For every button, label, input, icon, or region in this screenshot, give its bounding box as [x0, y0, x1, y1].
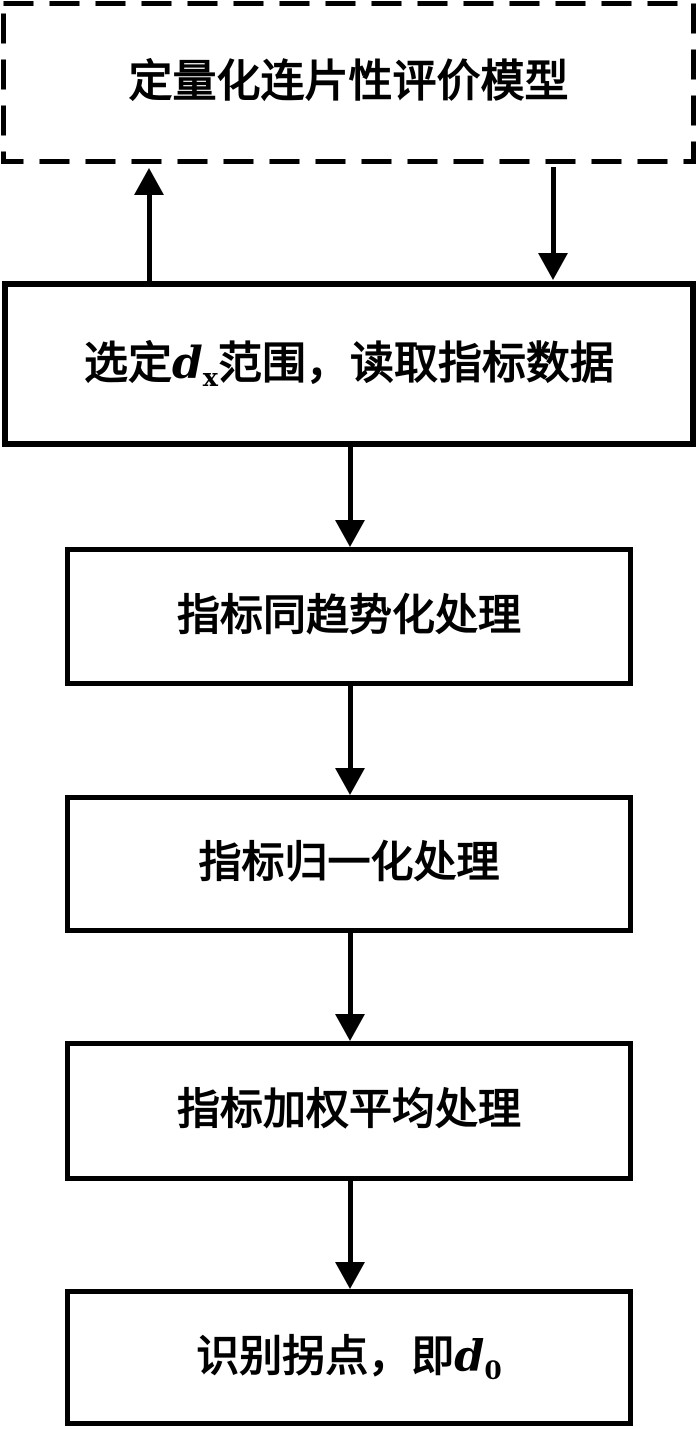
connector-model-to-select-arrow: [538, 167, 568, 280]
arrowhead-down-icon: [538, 253, 568, 280]
flow-node-model-label: 定量化连片性评价模型: [128, 56, 569, 108]
flow-node-normalize-label: 指标归一化处理: [198, 838, 500, 889]
arrow-shaft: [347, 933, 353, 1014]
arrow-shaft: [347, 1181, 353, 1262]
connector-feedback-up-arrow: [134, 168, 164, 281]
flow-node-select-range: 选定dx范围，读取指标数据: [2, 281, 696, 447]
arrow-shaft: [550, 167, 556, 253]
flow-node-inflection-point-label: 识别拐点，即d0: [196, 1331, 502, 1385]
flow-node-select-range-label: 选定dx范围，读取指标数据: [84, 337, 614, 393]
flow-node-normalize: 指标归一化处理: [65, 795, 633, 933]
flow-node-cotrend: 指标同趋势化处理: [65, 547, 633, 686]
arrowhead-down-icon: [335, 1262, 365, 1289]
label-subscript: x: [202, 362, 218, 393]
arrow-shaft: [347, 686, 353, 768]
connector-weighted-to-inflection-arrow: [335, 1181, 365, 1289]
flow-node-weighted-average-label: 指标加权平均处理: [177, 1085, 521, 1136]
label-prefix: 选定: [84, 337, 172, 389]
label-subscript: 0: [484, 1355, 502, 1385]
arrowhead-down-icon: [335, 520, 365, 547]
arrowhead-up-icon: [134, 168, 164, 195]
arrowhead-down-icon: [335, 768, 365, 795]
label-prefix: 识别拐点，即: [196, 1331, 455, 1382]
label-suffix: 范围，读取指标数据: [217, 337, 614, 389]
label-variable: d: [454, 1331, 485, 1382]
flow-node-inflection-point: 识别拐点，即d0: [65, 1289, 633, 1426]
label-variable: d: [172, 337, 203, 389]
connector-normalize-to-weighted-arrow: [335, 933, 365, 1041]
flow-node-weighted-average: 指标加权平均处理: [65, 1041, 633, 1181]
flow-node-model: 定量化连片性评价模型: [1, 1, 696, 164]
flow-node-cotrend-label: 指标同趋势化处理: [177, 590, 521, 641]
connector-select-to-cotrend-arrow: [335, 447, 365, 547]
arrow-shaft: [347, 447, 353, 520]
connector-cotrend-to-normalize-arrow: [335, 686, 365, 795]
arrow-shaft: [146, 195, 152, 281]
arrowhead-down-icon: [335, 1014, 365, 1041]
